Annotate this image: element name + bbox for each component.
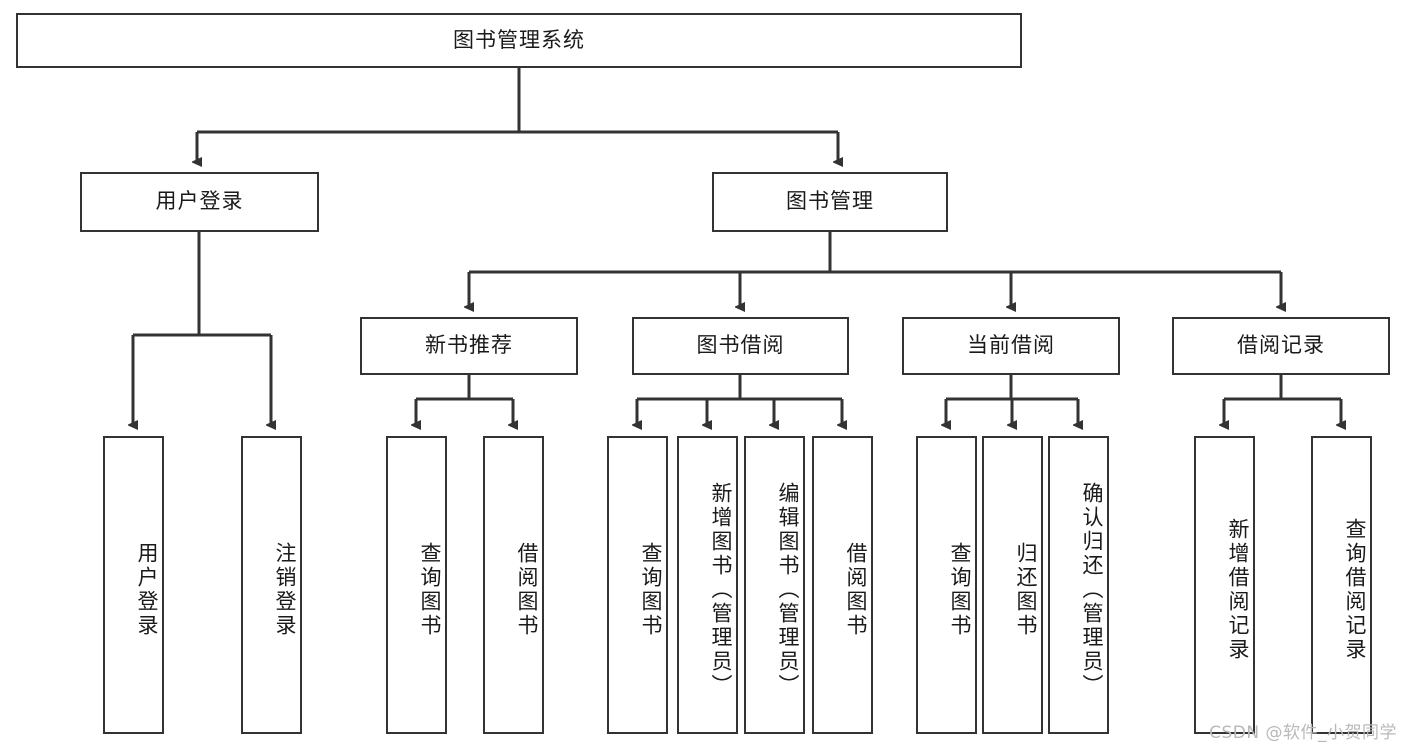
node-borrow-record[interactable]: 借阅记录 — [1172, 317, 1390, 375]
node-current-borrow[interactable]: 当前借阅 — [902, 317, 1120, 375]
node-label: 借阅图书 — [844, 542, 868, 638]
leaf-record-add-record[interactable]: 新增借阅记录 — [1194, 436, 1255, 734]
node-new-book-recommend[interactable]: 新书推荐 — [360, 317, 578, 375]
node-label: 新增借阅记录 — [1226, 518, 1250, 662]
node-user-login[interactable]: 用户登录 — [80, 172, 319, 232]
node-label: 注销登录 — [273, 542, 297, 638]
watermark-text: CSDN @软件_小贺同学 — [1209, 723, 1397, 743]
leaf-current-return-book[interactable]: 归还图书 — [982, 436, 1043, 734]
node-label: 借阅记录 — [1237, 333, 1325, 358]
leaf-borrow-edit-book-admin[interactable]: 编辑图书（管理员） — [744, 436, 805, 734]
node-label: 查询图书 — [418, 542, 442, 638]
node-label: 查询图书 — [639, 542, 663, 638]
node-label: 图书管理系统 — [453, 27, 585, 52]
node-label: 新增图书（管理员） — [709, 482, 733, 698]
leaf-record-query-record[interactable]: 查询借阅记录 — [1311, 436, 1372, 734]
node-label: 新书推荐 — [425, 333, 513, 358]
leaf-current-confirm-return-admin[interactable]: 确认归还（管理员） — [1048, 436, 1109, 734]
node-label: 图书管理 — [786, 189, 874, 214]
node-label: 用户登录 — [155, 189, 244, 214]
node-label: 当前借阅 — [967, 333, 1055, 358]
leaf-new-book-query[interactable]: 查询图书 — [386, 436, 447, 734]
node-label: 查询图书 — [948, 542, 972, 638]
node-label: 确认归还（管理员） — [1080, 482, 1104, 698]
leaf-borrow-borrow-book[interactable]: 借阅图书 — [812, 436, 873, 734]
leaf-current-query-book[interactable]: 查询图书 — [916, 436, 977, 734]
leaf-user-login-login[interactable]: 用户登录 — [103, 436, 164, 734]
node-label: 借阅图书 — [515, 542, 539, 638]
node-book-borrow[interactable]: 图书借阅 — [632, 317, 849, 375]
leaf-borrow-add-book-admin[interactable]: 新增图书（管理员） — [677, 436, 738, 734]
node-book-management[interactable]: 图书管理 — [712, 172, 948, 232]
node-label: 归还图书 — [1014, 542, 1038, 638]
node-label: 图书借阅 — [696, 333, 785, 358]
node-label: 查询借阅记录 — [1343, 518, 1367, 662]
node-label: 编辑图书（管理员） — [776, 482, 800, 698]
leaf-borrow-query-book[interactable]: 查询图书 — [607, 436, 668, 734]
node-root-library-system[interactable]: 图书管理系统 — [16, 13, 1022, 68]
leaf-user-login-logout[interactable]: 注销登录 — [241, 436, 302, 734]
node-label: 用户登录 — [135, 542, 159, 638]
leaf-new-book-borrow[interactable]: 借阅图书 — [483, 436, 544, 734]
